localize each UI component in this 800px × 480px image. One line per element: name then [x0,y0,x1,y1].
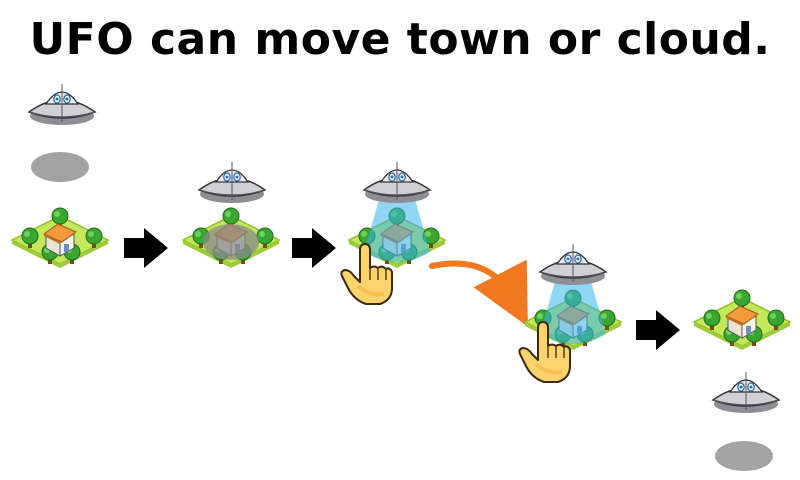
tutorial-title: UFO can move town or cloud. [29,14,771,65]
curved-arrow-icon [429,259,528,327]
ufo-icon [363,161,431,204]
ufo-icon [539,243,607,286]
right-arrow-icon [124,228,168,268]
right-arrow-icon [636,310,680,350]
tractor-beam-icon [540,278,606,344]
ufo-icon [198,161,266,204]
town-tile-icon [12,208,108,268]
town-tile-icon [694,290,790,350]
right-arrow-icon [292,228,336,268]
ufo-icon [712,371,780,414]
ufo-icon [28,83,96,126]
shadow-icon [715,441,773,471]
shadow-icon [203,224,259,260]
shadow-icon [31,152,89,182]
tractor-beam-icon [364,196,430,262]
